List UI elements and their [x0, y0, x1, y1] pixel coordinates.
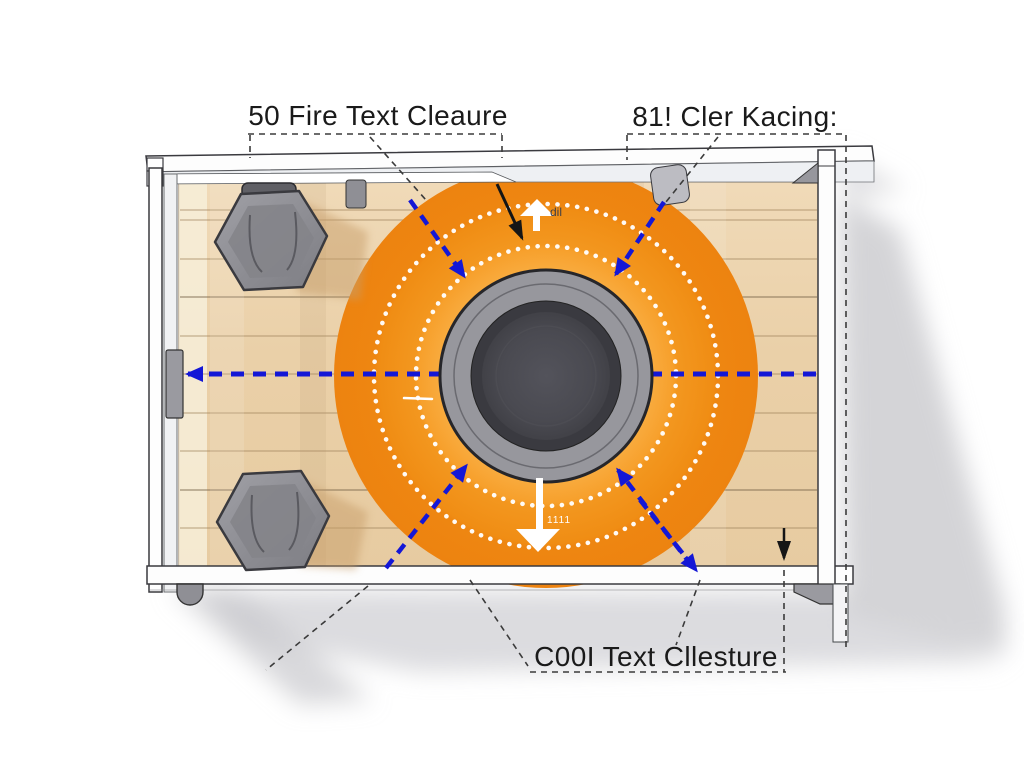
bottom-left-hook — [176, 583, 204, 606]
white-tick — [402, 396, 434, 401]
annotation-bottom-text: 1111 — [547, 515, 571, 526]
fire-pit — [438, 268, 654, 484]
bottom-rail — [146, 565, 854, 585]
label-bottom-clearance: C00I Text Cllesture — [534, 641, 778, 672]
chair-bottom — [215, 469, 368, 572]
callout-leader-lines — [248, 133, 847, 673]
deck-frame — [145, 145, 875, 643]
fire-pit-bowl — [482, 312, 610, 440]
label-fire-clearance: 50 Fire Text Cleaure — [248, 100, 508, 131]
bottom-right-bracket — [793, 583, 841, 605]
black-arrows — [495, 183, 791, 561]
white-annotations: dil 1111 — [402, 199, 571, 552]
annotation-top-text: dil — [550, 205, 562, 219]
chair-top — [213, 182, 368, 300]
right-post — [817, 149, 836, 599]
label-clear-spacing: 81! Cler Kacing: — [632, 101, 838, 132]
top-right-wedge — [791, 161, 819, 184]
drop-shadows — [170, 152, 1005, 705]
label-arrow-to-glow — [495, 183, 524, 241]
top-rail-bracket — [650, 164, 690, 206]
top-rail-clip — [345, 179, 367, 209]
left-rail-bracket — [165, 349, 184, 419]
left-rail-outer — [148, 167, 163, 593]
